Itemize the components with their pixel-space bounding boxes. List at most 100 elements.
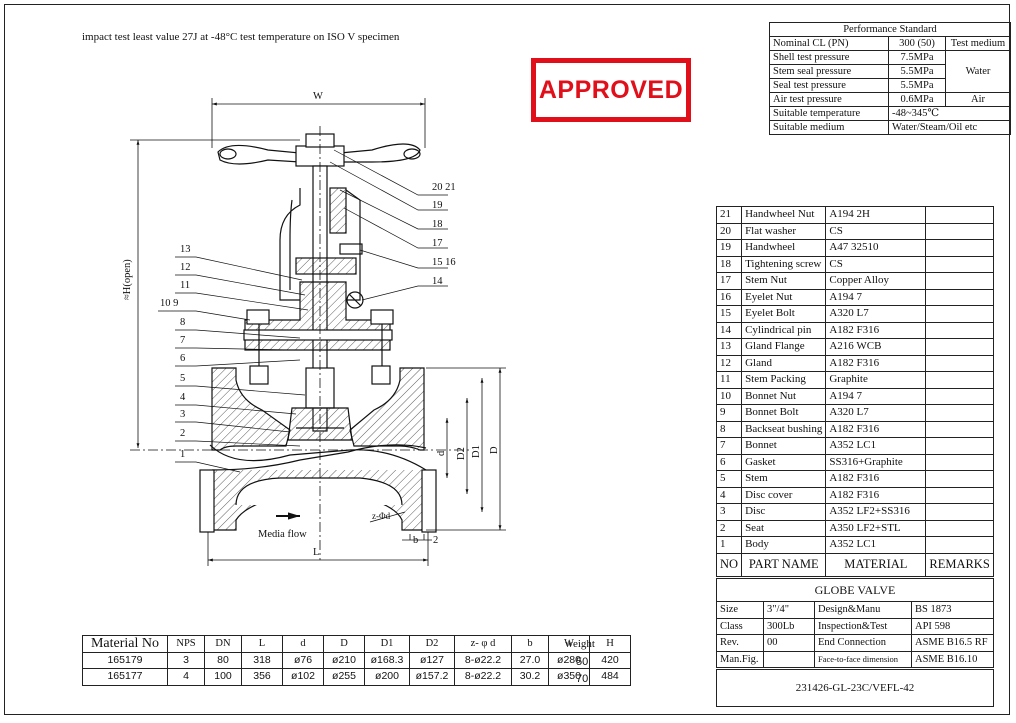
part-no: 17 — [715, 272, 743, 290]
part-no: 20 — [715, 222, 743, 240]
part-remarks — [925, 453, 994, 471]
callout-left: 7 — [180, 335, 185, 346]
part-no: 1 — [715, 536, 743, 554]
part-no: 3 — [715, 503, 743, 521]
media-flow-label: Media flow — [258, 529, 307, 540]
part-no: 5 — [715, 470, 743, 488]
part-name: Handwheel — [741, 239, 827, 257]
part-name: Gasket — [741, 453, 827, 471]
dim-l-label: L — [313, 547, 319, 558]
dim-h-label: ≈H(open) — [122, 259, 133, 300]
dim-d-label: d — [436, 450, 447, 456]
dim-cell: ø76 — [282, 651, 324, 669]
dim-cell: 4 — [167, 668, 205, 686]
dim-header: D1 — [364, 635, 410, 653]
callout-left: 3 — [180, 409, 185, 420]
perf-medium: Water — [945, 50, 1011, 93]
dim-header: D — [323, 635, 365, 653]
callout-right: 14 — [432, 276, 443, 287]
callout-right: 15 16 — [432, 257, 456, 268]
dim-cell: 8-ø22.2 — [454, 668, 512, 686]
part-name: Body — [741, 536, 827, 554]
part-name: Tightening screw — [741, 255, 827, 273]
part-remarks — [925, 387, 994, 405]
perf-value: 5.5MPa — [888, 64, 946, 79]
part-no: 8 — [715, 420, 743, 438]
dim-cell: 8-ø22.2 — [454, 651, 512, 669]
class-label: Class — [716, 617, 764, 635]
part-remarks — [925, 222, 994, 240]
part-material: Copper Alloy — [825, 272, 927, 290]
part-material: A182 F316 — [825, 420, 927, 438]
part-remarks — [925, 470, 994, 488]
callout-left: 11 — [180, 280, 190, 291]
dim-cell: ø168.3 — [364, 651, 410, 669]
dim-header: z- φ d — [454, 635, 512, 653]
part-material: A182 F316 — [825, 321, 927, 339]
part-material: A182 F316 — [825, 354, 927, 372]
dim-cell: 100 — [204, 668, 242, 686]
part-remarks — [925, 338, 994, 356]
perf-label: Air test pressure — [769, 92, 889, 107]
part-no: 10 — [715, 387, 743, 405]
part-name: Gland Flange — [741, 338, 827, 356]
size-label: Size — [716, 601, 764, 619]
dim-b-label: b — [413, 535, 418, 546]
part-name: Disc cover — [741, 486, 827, 504]
part-material: A320 L7 — [825, 404, 927, 422]
part-name: Seat — [741, 519, 827, 537]
callout-left: 1 — [180, 449, 185, 460]
part-no: 12 — [715, 354, 743, 372]
part-name: Backseat bushing — [741, 420, 827, 438]
dim-header: DN — [204, 635, 242, 653]
part-material: A194 2H — [825, 206, 927, 224]
callout-left: 5 — [180, 373, 185, 384]
rev-label: Rev. — [716, 634, 764, 652]
part-remarks — [925, 404, 994, 422]
dim-cell: 80 — [204, 651, 242, 669]
part-remarks — [925, 371, 994, 389]
face-to-face-label: Face-to-face dimension — [814, 650, 912, 668]
parts-header-material: MATERIAL — [825, 552, 927, 577]
inspection-value: API 598 — [911, 617, 994, 635]
part-material: A350 LF2+STL — [825, 519, 927, 537]
part-material: A320 L7 — [825, 305, 927, 323]
part-remarks — [925, 420, 994, 438]
dim-cell: 30.2 — [511, 668, 549, 686]
part-remarks — [925, 437, 994, 455]
perf-value: Water/Steam/Oil etc — [888, 120, 1011, 135]
face-to-face-value: ASME B16.10 — [911, 650, 994, 668]
performance-standard-table: Performance Standard Nominal CL (PN) 300… — [769, 22, 1011, 135]
part-material: A216 WCB — [825, 338, 927, 356]
part-remarks — [925, 536, 994, 554]
dim-header: NPS — [167, 635, 205, 653]
weight-label: weight — [565, 638, 595, 650]
part-no: 15 — [715, 305, 743, 323]
dim-header: b — [511, 635, 549, 653]
part-name: Bonnet — [741, 437, 827, 455]
size-value: 3"/4" — [763, 601, 815, 619]
part-name: Eyelet Bolt — [741, 305, 827, 323]
callout-left: 12 — [180, 262, 191, 273]
weight-value: 50 — [576, 656, 589, 668]
dim-cell: ø210 — [323, 651, 365, 669]
part-remarks — [925, 288, 994, 306]
part-no: 11 — [715, 371, 743, 389]
dim-w-label: W — [313, 91, 323, 102]
manfig-value — [763, 650, 815, 668]
title-block: GLOBE VALVE Size 3"/4" Design&Manu BS 18… — [716, 578, 994, 668]
design-label: Design&Manu — [814, 601, 912, 619]
dim-cell: 165179 — [82, 651, 168, 669]
part-name: Cylindrical pin — [741, 321, 827, 339]
manfig-label: Man.Fig. — [716, 650, 764, 668]
part-no: 21 — [715, 206, 743, 224]
part-no: 7 — [715, 437, 743, 455]
